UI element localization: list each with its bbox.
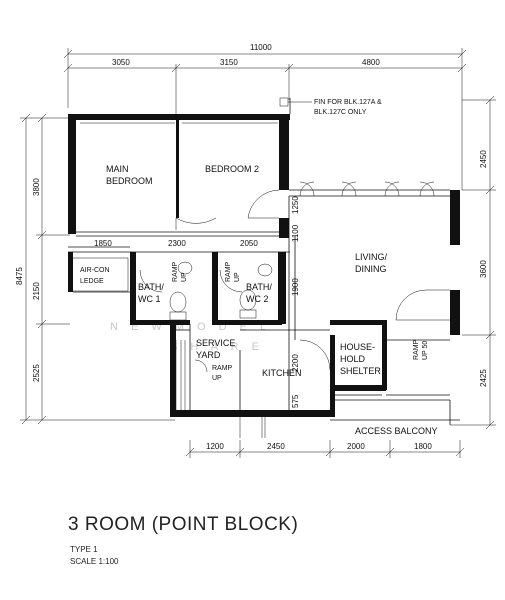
ramp-bath2-line-1: RAMP xyxy=(225,261,232,282)
dim-overall-top: 11000 xyxy=(250,43,272,52)
ramp-entrance-line-2: UP 50 xyxy=(422,341,429,360)
top-dimension-lines xyxy=(63,48,467,190)
dim-vertical-3: 1900 xyxy=(291,278,300,296)
room-shelter-line-3: SHELTER xyxy=(340,366,381,376)
watermark-line-2: S H A R E xyxy=(170,341,264,353)
room-shelter-line-1: HOUSE- xyxy=(340,342,375,352)
fin-note-line-1: FIN FOR BLK.127A & xyxy=(314,99,382,106)
plan-type: TYPE 1 xyxy=(70,545,98,554)
room-bath2-line-2: WC 2 xyxy=(246,294,269,304)
dim-interior-2: 2300 xyxy=(168,239,186,248)
partitions xyxy=(68,97,460,438)
room-access-balcony: ACCESS BALCONY xyxy=(355,426,438,436)
dim-right-3: 2425 xyxy=(479,369,488,387)
dim-top-2: 3150 xyxy=(220,58,238,67)
dim-vertical-2: 1100 xyxy=(291,224,300,242)
dim-vertical-4: 2200 xyxy=(291,354,300,372)
room-aircon-line-1: AIR-CON xyxy=(80,267,110,274)
doors xyxy=(139,181,450,373)
left-dimension-lines xyxy=(20,113,175,425)
ramp-yard-line-2: UP xyxy=(212,375,222,382)
room-kitchen: KITCHEN xyxy=(262,368,302,378)
dim-right-1: 2450 xyxy=(479,150,488,168)
dim-bottom-3: 2000 xyxy=(347,442,365,451)
dim-bottom-1: 1200 xyxy=(206,442,224,451)
dim-right-2: 3600 xyxy=(479,260,488,278)
room-living-line-2: DINING xyxy=(355,264,387,274)
dim-vertical-1: 1250 xyxy=(291,196,300,214)
right-dimension-lines xyxy=(450,95,496,430)
sanitary-fixtures xyxy=(169,261,273,321)
dim-vertical-5: 575 xyxy=(291,394,300,408)
walls xyxy=(68,114,460,417)
dim-top-1: 3050 xyxy=(112,58,130,67)
room-bedroom-2: BEDROOM 2 xyxy=(205,164,259,174)
room-shelter-line-2: HOLD xyxy=(340,354,366,364)
room-bath2-line-1: BATH/ xyxy=(246,282,272,292)
room-main-bedroom-line-1: MAIN xyxy=(106,164,129,174)
room-service-yard-line-1: SERVICE xyxy=(196,338,235,348)
dim-interior-3: 2050 xyxy=(240,239,258,248)
ramp-bath1-line-1: RAMP xyxy=(172,261,179,282)
ramp-bath1-line-2: UP xyxy=(181,272,188,282)
room-bath1-line-2: WC 1 xyxy=(138,294,161,304)
ramp-yard-line-1: RAMP xyxy=(212,365,233,372)
room-service-yard-line-2: YARD xyxy=(196,350,221,360)
ramp-bath2-line-2: UP xyxy=(234,272,241,282)
room-bath1-line-1: BATH/ xyxy=(138,282,164,292)
room-main-bedroom-line-2: BEDROOM xyxy=(106,176,153,186)
bottom-dimension-lines xyxy=(185,440,465,458)
dim-left-3: 2525 xyxy=(32,364,41,382)
dim-top-3: 4800 xyxy=(362,58,380,67)
ramp-entrance-line-1: RAMP xyxy=(413,339,420,360)
room-living-line-1: LIVING/ xyxy=(355,252,388,262)
fin-note-line-2: BLK.127C ONLY xyxy=(314,109,367,116)
dim-left-2: 2150 xyxy=(32,282,41,300)
dim-interior-1: 1850 xyxy=(94,239,112,248)
dim-left-1: 3800 xyxy=(32,178,41,196)
plan-title: 3 ROOM (POINT BLOCK) xyxy=(68,514,298,535)
dim-left-overall: 8475 xyxy=(15,267,24,285)
dim-bottom-2: 2450 xyxy=(267,442,285,451)
room-aircon-line-2: LEDGE xyxy=(80,278,104,285)
dim-bottom-4: 1800 xyxy=(414,442,432,451)
plan-scale: SCALE 1:100 xyxy=(70,557,119,566)
